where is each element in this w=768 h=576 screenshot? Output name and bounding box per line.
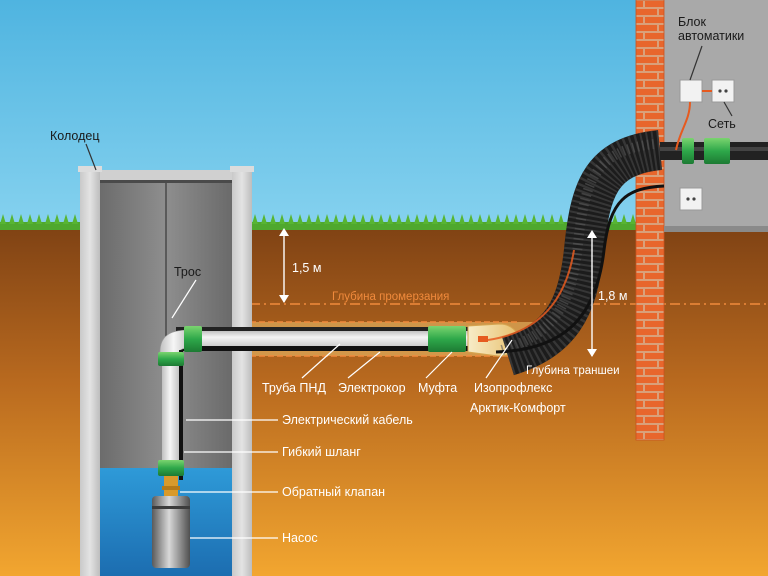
label-automation-1: Блок	[678, 15, 706, 29]
well-wall-right	[232, 170, 252, 576]
brick-wall	[636, 0, 664, 440]
socket-network	[711, 79, 735, 103]
automation-block	[679, 79, 703, 103]
socket-lower	[679, 187, 703, 211]
depth-marker-15	[279, 228, 289, 303]
label-well: Колодец	[50, 129, 99, 143]
coupling-house	[682, 138, 694, 164]
depth-marker-18	[587, 230, 597, 357]
house-floor	[664, 226, 768, 232]
pump	[152, 496, 190, 568]
coupling-trench-2	[448, 326, 466, 352]
coupling-house-2	[704, 138, 730, 164]
label-isoproflex-2: Арктик-Комфорт	[470, 401, 566, 415]
label-pump: Насос	[282, 531, 318, 545]
heating-cable-tip	[478, 336, 488, 342]
label-electric-cable: Электрический кабель	[282, 413, 413, 427]
coupling-trench	[428, 326, 450, 352]
coupling-elbow	[184, 326, 202, 352]
well-wall-left	[80, 170, 100, 576]
label-automation-2: автоматики	[678, 29, 744, 43]
label-depth-18: 1,8 м	[598, 289, 627, 303]
cable-to-house	[495, 184, 665, 354]
label-trench-depth: Глубина траншеи	[526, 365, 620, 377]
label-pnd-pipe: Труба ПНД	[262, 381, 326, 395]
heating-cable-house	[675, 101, 691, 151]
electric-cable-vertical	[179, 350, 183, 480]
well-cover-top	[100, 170, 232, 180]
coupling-pump	[158, 460, 184, 476]
label-coupling: Муфта	[418, 381, 457, 395]
coupling-vertical	[158, 352, 184, 366]
electrocorr-cable	[176, 346, 496, 351]
grass	[0, 214, 636, 230]
label-isoproflex-1: Изопрофлекс	[474, 381, 552, 395]
leader-lines	[85, 45, 733, 539]
flexible-hose	[162, 355, 180, 467]
label-rope: Трос	[174, 265, 201, 279]
label-network: Сеть	[708, 117, 736, 131]
label-flexible-hose: Гибкий шланг	[282, 445, 361, 459]
label-freeze-depth: Глубина промерзания	[332, 291, 449, 303]
pnd-pipe	[176, 330, 476, 348]
label-electrocorr: Электрокор	[338, 381, 406, 395]
label-check-valve: Обратный клапан	[282, 485, 385, 499]
label-depth-15: 1,5 м	[292, 261, 321, 275]
